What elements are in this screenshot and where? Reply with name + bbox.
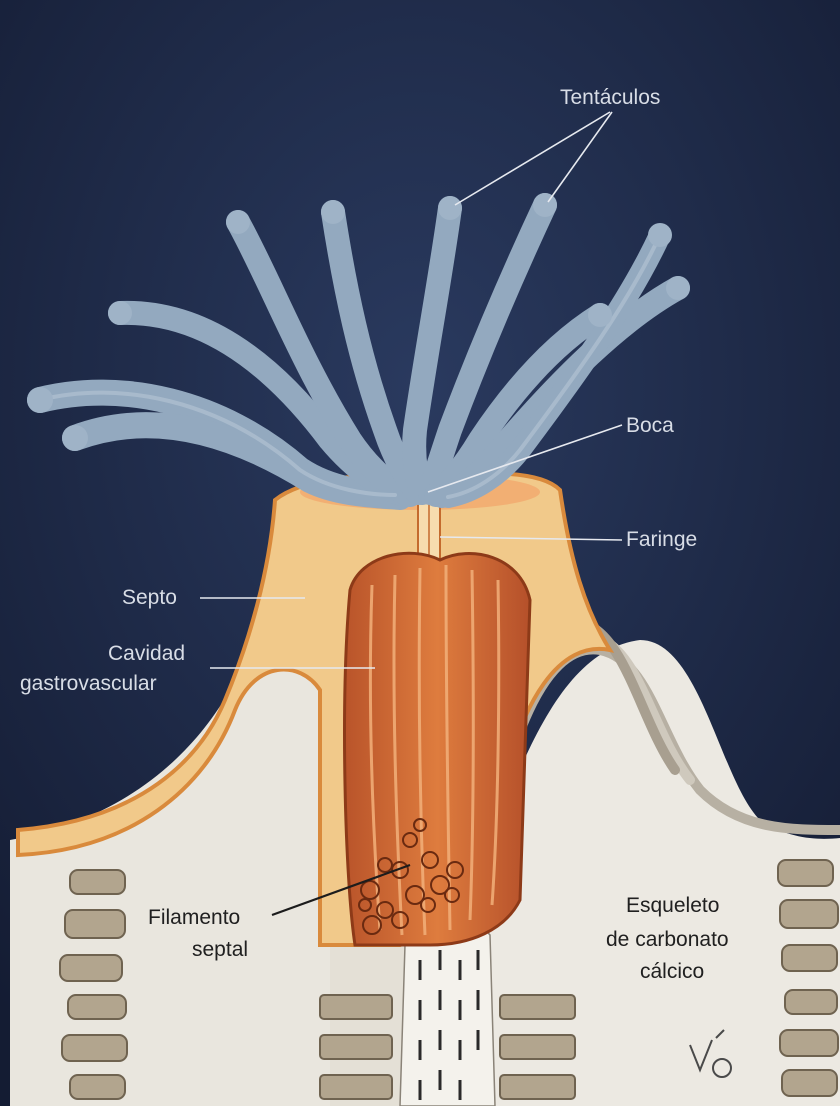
label-cavidad-line2: gastrovascular	[20, 672, 157, 695]
columella	[400, 919, 495, 1106]
label-esqueleto-line3: cálcico	[640, 960, 704, 983]
label-tentaculos: Tentáculos	[560, 86, 660, 109]
label-cavidad-line1: Cavidad	[108, 642, 185, 665]
label-faringe: Faringe	[626, 528, 697, 551]
label-esqueleto-line1: Esqueleto	[626, 894, 719, 917]
label-filamento-line2: septal	[192, 938, 248, 961]
label-septo: Septo	[122, 586, 177, 609]
label-filamento-line1: Filamento	[148, 906, 240, 929]
label-boca: Boca	[626, 414, 674, 437]
label-esqueleto-line2: de carbonato	[606, 928, 729, 951]
gastrovascular-cavity	[345, 553, 530, 945]
